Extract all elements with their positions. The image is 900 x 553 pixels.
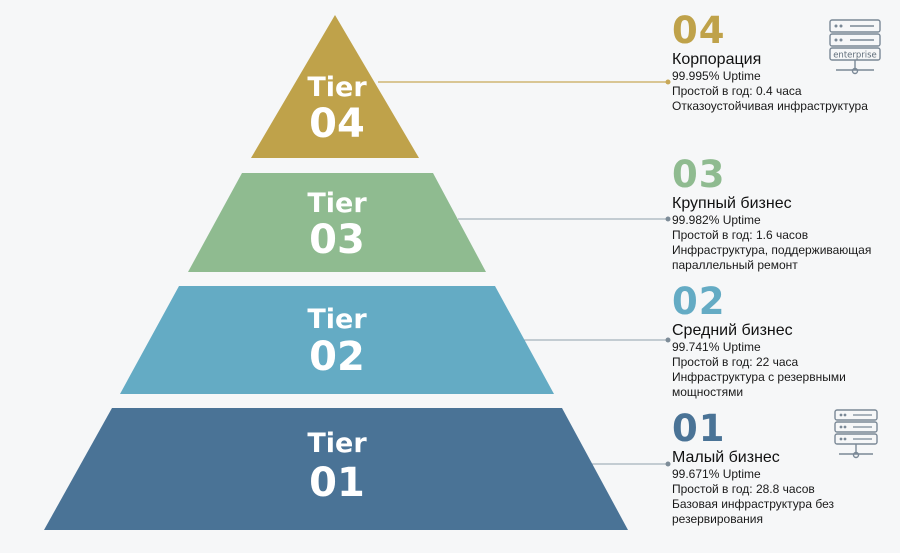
tier-02-number: 02	[309, 334, 365, 380]
tier-04-word: Tier	[307, 72, 367, 103]
tier-03-layer	[188, 173, 486, 272]
tier-04-desc-line-1: Отказоустойчивая инфраструктура	[672, 99, 868, 113]
tier-02-desc-line-1: Инфраструктура с резервными	[672, 370, 846, 384]
tier-02-downtime: Простой в год: 22 часа	[672, 355, 799, 369]
enterprise-server-icon: enterprise	[829, 19, 881, 75]
connector-dot-04	[665, 79, 671, 85]
tier-03-downtime: Простой в год: 1.6 часов	[672, 228, 809, 242]
tier-03-name: Крупный бизнес	[672, 195, 792, 212]
tier-02-layer	[120, 286, 554, 394]
tier-03-word: Tier	[307, 188, 367, 219]
tier-03-desc-line-2: параллельный ремонт	[672, 258, 798, 272]
tier-01-number: 01	[309, 460, 365, 506]
tier-03-big-number: 03	[672, 153, 726, 196]
tier-02-big-number: 02	[672, 280, 726, 323]
tier-03-desc-line-1: Инфраструктура, поддерживающая	[672, 243, 872, 257]
connector-dot-02	[665, 337, 671, 343]
tier-02-info: 02 Средний бизнес 99.741% Uptime Простой…	[672, 283, 897, 400]
tier-02-word: Tier	[307, 304, 367, 335]
tier-04-big-number: 04	[672, 9, 726, 52]
tier-02-uptime: 99.741% Uptime	[672, 340, 761, 354]
tier-01-desc-line-1: Базовая инфраструктура без	[672, 497, 834, 511]
tier-01-name: Малый бизнес	[672, 449, 780, 466]
tier-04-downtime: Простой в год: 0.4 часа	[672, 84, 802, 98]
tier-01-desc-line-2: резервирования	[672, 512, 763, 526]
tier-04-number: 04	[309, 101, 365, 147]
tier-01-word: Tier	[307, 428, 367, 459]
tier-01-downtime: Простой в год: 28.8 часов	[672, 482, 815, 496]
tier-02-desc-line-2: мощностями	[672, 385, 744, 399]
tier-03-uptime: 99.982% Uptime	[672, 213, 761, 227]
connector-dot-03	[665, 216, 671, 222]
tier-01-layer	[44, 408, 628, 530]
server-rack-icon	[834, 409, 878, 459]
tier-01-info: 01 Малый бизнес 99.671% Uptime Простой в…	[672, 410, 897, 527]
tier-02-name: Средний бизнес	[672, 322, 793, 339]
enterprise-icon-label: enterprise	[833, 51, 877, 61]
tier-01-big-number: 01	[672, 407, 726, 450]
tier-01-uptime: 99.671% Uptime	[672, 467, 761, 481]
tier-03-info: 03 Крупный бизнес 99.982% Uptime Простой…	[672, 156, 897, 273]
tier-04-layer	[251, 15, 419, 158]
connector-dot-01	[665, 461, 671, 467]
tier-04-name: Корпорация	[672, 51, 762, 68]
tier-04-uptime: 99.995% Uptime	[672, 69, 761, 83]
tier-04-info: 04 Корпорация 99.995% Uptime Простой в г…	[672, 12, 897, 114]
tier-03-number: 03	[309, 217, 365, 263]
